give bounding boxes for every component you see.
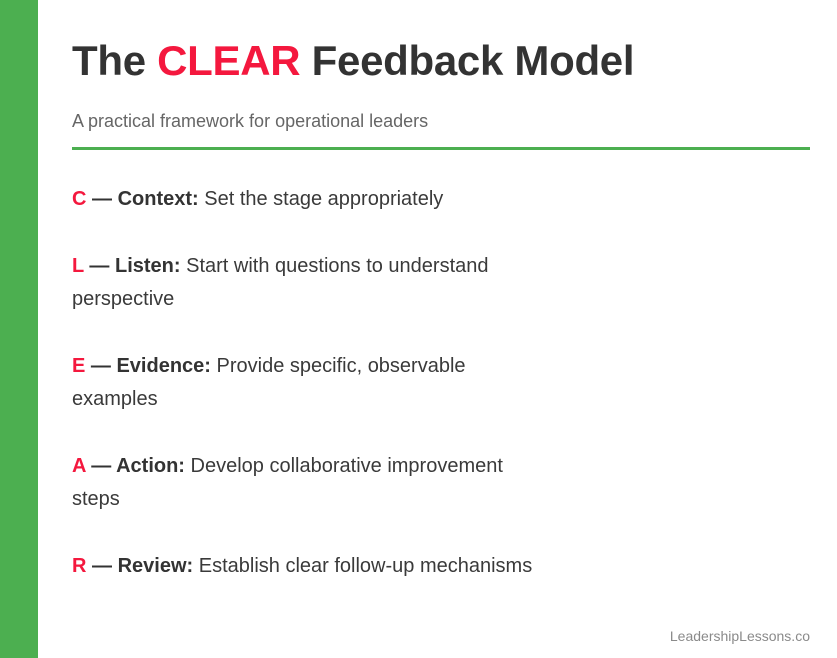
title-prefix: The xyxy=(72,37,158,84)
list-item: E — Evidence: Provide specific, observab… xyxy=(72,350,542,416)
item-dash-glyph: — xyxy=(92,555,113,577)
item-letter: L xyxy=(72,255,84,277)
item-letter: A xyxy=(72,455,86,477)
page-title: The CLEAR Feedback Model xyxy=(72,37,635,85)
model-item-list: C — Context: Set the stage appropriately… xyxy=(72,183,772,583)
item-dash-glyph: — xyxy=(89,255,110,277)
item-description-text: Set the stage appropriately xyxy=(204,188,444,210)
list-item: R — Review: Establish clear follow-up me… xyxy=(72,550,542,583)
item-term-label: Evidence: xyxy=(116,355,211,377)
item-term-label: Action: xyxy=(116,455,185,477)
title-suffix: Feedback Model xyxy=(300,37,635,84)
item-dash-glyph: — xyxy=(90,355,111,377)
item-dash-glyph: — xyxy=(91,455,112,477)
slide-content: The CLEAR Feedback Model A practical fra… xyxy=(72,0,837,658)
item-term-label: Context: xyxy=(117,188,199,210)
item-description-text: Provide specific, observable examples xyxy=(72,355,466,410)
left-accent-bar xyxy=(0,0,38,658)
item-letter: C xyxy=(72,188,87,210)
item-term-label: Listen: xyxy=(114,255,181,277)
list-item: C — Context: Set the stage appropriately xyxy=(72,183,542,216)
list-item: A — Action: Develop collaborative improv… xyxy=(72,450,542,516)
title-highlight: CLEAR xyxy=(157,37,301,84)
list-item: L — Listen: Start with questions to unde… xyxy=(72,250,542,316)
item-letter: E xyxy=(72,355,86,377)
page-subtitle: A practical framework for operational le… xyxy=(72,111,429,131)
footer-attribution: LeadershipLessons.co xyxy=(669,628,810,644)
title-divider xyxy=(72,147,810,150)
item-description-text: Establish clear follow-up mechanisms xyxy=(198,555,533,577)
item-term-label: Review: xyxy=(117,555,194,577)
item-dash-glyph: — xyxy=(92,188,113,210)
item-letter: R xyxy=(72,555,87,577)
item-description-text: Develop collaborative improvement steps xyxy=(72,455,503,510)
item-description-text: Start with questions to understand persp… xyxy=(72,255,489,310)
